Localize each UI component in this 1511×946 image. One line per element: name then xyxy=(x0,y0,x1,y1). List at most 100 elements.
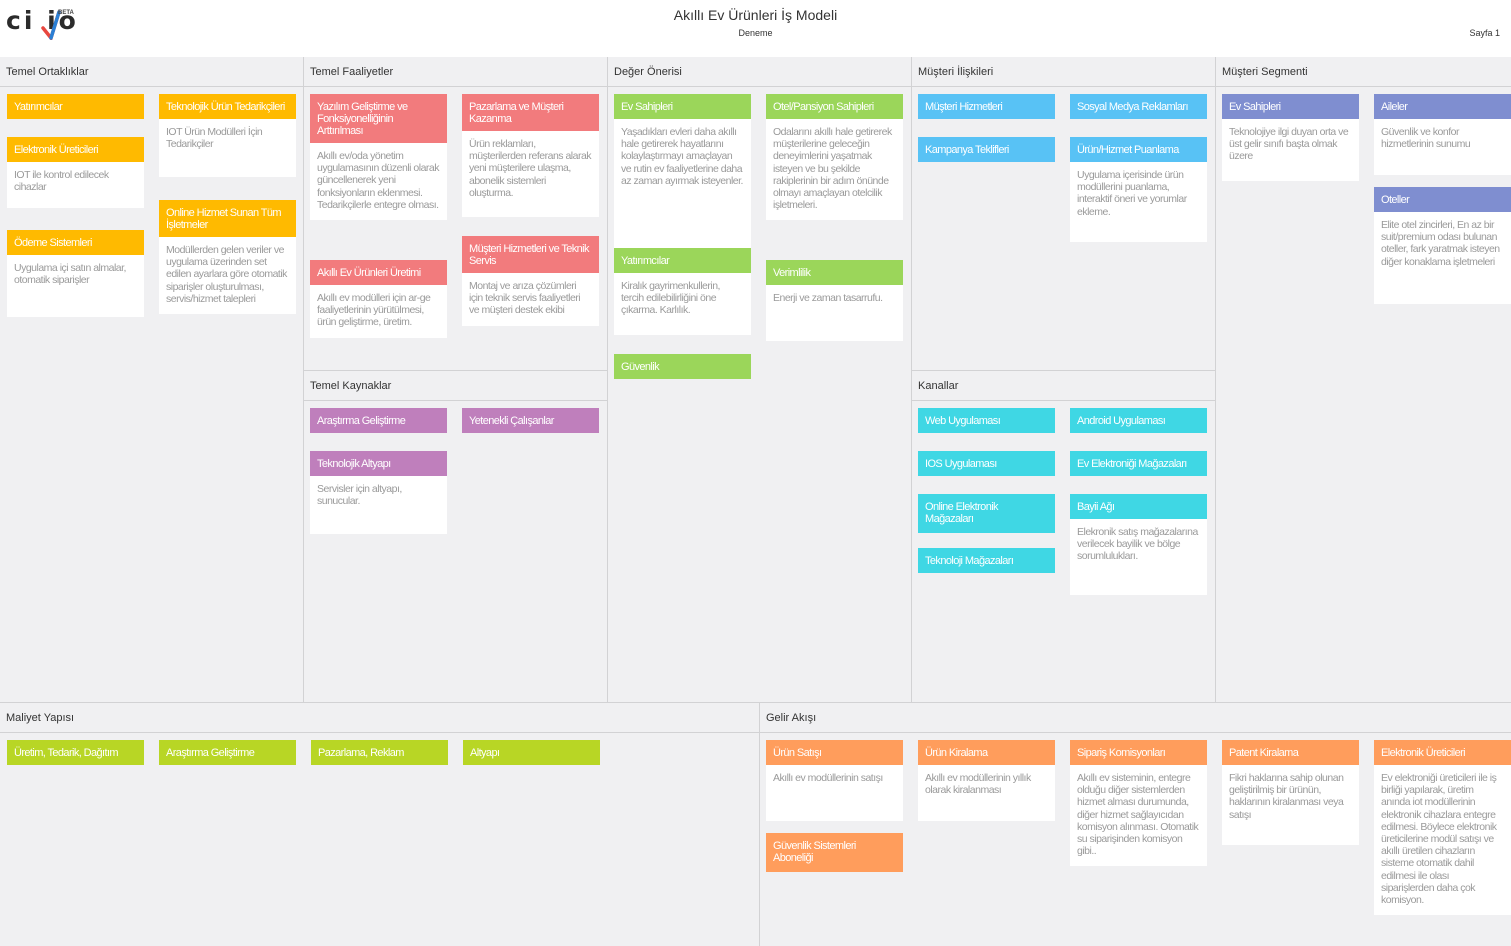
card-description: Ürün reklamları, müşterilerden referans … xyxy=(469,138,592,199)
card-title: Ev Sahipleri xyxy=(614,94,751,119)
card-title: Ürün Satışı xyxy=(766,740,903,765)
card-description: Servisler için altyapı, sunucular. xyxy=(317,483,402,508)
card-aileler[interactable]: Aileler Güvenlik ve konfor hizmetlerinin… xyxy=(1374,94,1511,175)
card-urun-satisi[interactable]: Ürün Satışı Akıllı ev modüllerinin satış… xyxy=(766,740,903,821)
card-ev-elektronigi-magazalari[interactable]: Ev Elektroniği Mağazaları xyxy=(1070,451,1207,476)
card-yatirimcilar[interactable]: Yatırımcılar xyxy=(7,94,144,119)
card-description: Elekronik satış mağazalarına verilecek b… xyxy=(1077,526,1198,563)
logo[interactable]: ci io xyxy=(6,6,79,35)
card-title: Güvenlik Sistemleri Aboneliği xyxy=(766,833,903,872)
card-description: IOT ile kontrol edilecek cihazlar xyxy=(14,169,109,194)
card-title: Üretim, Tedarik, Dağıtım xyxy=(7,740,144,765)
card-title: Teknolojik Altyapı xyxy=(310,451,447,476)
card-description: Uygulama içi satın almalar, otomatik sip… xyxy=(14,262,126,287)
card-yetenekli-calisanlar[interactable]: Yetenekli Çalışanlar xyxy=(462,408,599,433)
section-deger-onerisi: Değer Önerisi Ev Sahipleri Yaşadıkları e… xyxy=(608,57,912,703)
card-title: Pazarlama ve Müşteri Kazanma xyxy=(462,94,599,131)
card-description: Akıllı ev sisteminin, entegre olduğu diğ… xyxy=(1077,772,1199,858)
card-verimlilik[interactable]: Verimlilik Enerji ve zaman tasarrufu. xyxy=(766,260,903,341)
page-title[interactable]: Akıllı Ev Ürünleri İş Modeli xyxy=(673,7,838,23)
app-header: ci io BETA Akıllı Ev Ürünleri İş Modeli … xyxy=(0,0,1511,58)
card-otel-pansiyon-sahipleri[interactable]: Otel/Pansiyon Sahipleri Odalarını akıllı… xyxy=(766,94,903,221)
card-uretim-tedarik-dagitim[interactable]: Üretim, Tedarik, Dağıtım xyxy=(7,740,144,765)
card-ios-uygulamasi[interactable]: IOS Uygulaması xyxy=(918,451,1055,476)
card-ev-sahipleri-segment[interactable]: Ev Sahipleri Teknolojiye ilgi duyan orta… xyxy=(1222,94,1359,181)
card-title: Yetenekli Çalışanlar xyxy=(462,408,599,433)
card-title: Patent Kiralama xyxy=(1222,740,1359,765)
card-online-hizmet-sunan-isletmeler[interactable]: Online Hizmet Sunan Tüm İşletmeler Modül… xyxy=(159,200,296,315)
section-divider xyxy=(912,400,1215,401)
card-title: Elektronik Üreticileri xyxy=(1374,740,1511,765)
card-title: Ev Sahipleri xyxy=(1222,94,1359,119)
section-title: Temel Ortaklıklar xyxy=(6,66,89,78)
section-title: Değer Önerisi xyxy=(614,66,682,78)
card-oteller[interactable]: Oteller Elite otel zincirleri, En az bir… xyxy=(1374,187,1511,304)
section-temel-kaynaklar: Temel Kaynaklar Araştırma Geliştirme Tek… xyxy=(304,371,608,703)
card-online-elektronik-magazalari[interactable]: Online Elektronik Mağazaları xyxy=(918,494,1055,533)
card-musteri-hizmetleri[interactable]: Müşteri Hizmetleri xyxy=(918,94,1055,119)
card-musteri-hizmetleri-teknik-servis[interactable]: Müşteri Hizmetleri ve Teknik Servis Mont… xyxy=(462,236,599,326)
section-temel-faaliyetler: Temel Faaliyetler Yazılım Geliştirme ve … xyxy=(304,57,608,371)
card-description: Yaşadıkları evleri daha akıllı hale geti… xyxy=(621,126,743,187)
section-divider xyxy=(760,732,1511,733)
card-title: Online Hizmet Sunan Tüm İşletmeler xyxy=(159,200,296,237)
card-title: Araştırma Geliştirme xyxy=(159,740,296,765)
card-title: Ödeme Sistemleri xyxy=(7,230,144,255)
card-web-uygulamasi[interactable]: Web Uygulaması xyxy=(918,408,1055,433)
logo-mark-icon xyxy=(41,10,61,40)
card-description: IOT Ürün Modülleri İçin Tedarikçiler xyxy=(166,126,263,151)
card-title: Oteller xyxy=(1374,187,1511,212)
logo-text: ci io xyxy=(6,6,79,35)
card-android-uygulamasi[interactable]: Android Uygulaması xyxy=(1070,408,1207,433)
card-bayii-agi[interactable]: Bayii Ağı Elekronik satış mağazalarına v… xyxy=(1070,494,1207,595)
card-teknoloji-magazalari[interactable]: Teknoloji Mağazaları xyxy=(918,548,1055,573)
card-guvenlik-value[interactable]: Güvenlik xyxy=(614,354,751,379)
section-divider xyxy=(608,86,911,87)
card-title: Bayii Ağı xyxy=(1070,494,1207,519)
business-model-canvas: Temel Ortaklıklar Yatırımcılar Elektroni… xyxy=(0,57,1511,946)
card-arastirma-gelistirme-cost[interactable]: Araştırma Geliştirme xyxy=(159,740,296,765)
card-description: Teknolojiye ilgi duyan orta ve üst gelir… xyxy=(1229,126,1349,163)
card-title: Ürün/Hizmet Puanlama xyxy=(1070,137,1207,162)
card-urun-kiralama[interactable]: Ürün Kiralama Akıllı ev modüllerinin yıl… xyxy=(918,740,1055,821)
card-kampanya-teklifleri[interactable]: Kampanya Teklifleri xyxy=(918,137,1055,162)
card-ev-sahipleri-value[interactable]: Ev Sahipleri Yaşadıkları evleri daha akı… xyxy=(614,94,751,251)
card-title: Yatırımcılar xyxy=(7,94,144,119)
card-arastirma-gelistirme[interactable]: Araştırma Geliştirme xyxy=(310,408,447,433)
card-elektronik-ureticileri-revenue[interactable]: Elektronik Üreticileri Ev elektroniği ür… xyxy=(1374,740,1511,916)
card-description: Modüllerden gelen veriler ve uygulama üz… xyxy=(166,244,287,305)
card-yazilim-gelistirme[interactable]: Yazılım Geliştirme ve Fonksiyonelliğinin… xyxy=(310,94,447,221)
card-urun-hizmet-puanlama[interactable]: Ürün/Hizmet Puanlama Uygulama içerisinde… xyxy=(1070,137,1207,242)
card-description: Fikri haklarına sahip olunan geliştirilm… xyxy=(1229,772,1344,821)
card-odeme-sistemleri[interactable]: Ödeme Sistemleri Uygulama içi satın alma… xyxy=(7,230,144,317)
card-title: Teknolojik Ürün Tedarikçileri xyxy=(159,94,296,119)
section-title: Temel Kaynaklar xyxy=(310,380,392,392)
card-patent-kiralama[interactable]: Patent Kiralama Fikri haklarına sahip ol… xyxy=(1222,740,1359,845)
card-description: Montaj ve arıza çözümleri için teknik se… xyxy=(469,280,581,317)
card-title: Sipariş Komisyonları xyxy=(1070,740,1207,765)
card-title: Ev Elektroniği Mağazaları xyxy=(1070,451,1207,476)
card-yatirimcilar-value[interactable]: Yatırımcılar Kiralık gayrimenkullerin, t… xyxy=(614,248,751,335)
card-title: Android Uygulaması xyxy=(1070,408,1207,433)
card-description: Akıllı ev/oda yönetim uygulamasının düze… xyxy=(317,150,440,211)
page-number[interactable]: Sayfa 1 xyxy=(1469,28,1500,38)
section-kanallar: Kanallar Web Uygulaması IOS Uygulaması O… xyxy=(912,371,1216,703)
section-title: Kanallar xyxy=(918,380,959,392)
card-siparis-komisyonlari[interactable]: Sipariş Komisyonları Akıllı ev sistemini… xyxy=(1070,740,1207,867)
card-title: Akıllı Ev Ürünleri Üretimi xyxy=(310,260,447,285)
card-sosyal-medya-reklamlari[interactable]: Sosyal Medya Reklamları xyxy=(1070,94,1207,119)
section-divider xyxy=(304,86,607,87)
card-guvenlik-sistemleri-aboneligi[interactable]: Güvenlik Sistemleri Aboneliği xyxy=(766,833,903,872)
card-teknolojik-urun-tedarikcileri[interactable]: Teknolojik Ürün Tedarikçileri IOT Ürün M… xyxy=(159,94,296,177)
card-akilli-ev-urunleri-uretimi[interactable]: Akıllı Ev Ürünleri Üretimi Akıllı ev mod… xyxy=(310,260,447,338)
card-elektronik-ureticileri[interactable]: Elektronik Üreticileri IOT ile kontrol e… xyxy=(7,137,144,208)
section-title: Temel Faaliyetler xyxy=(310,66,394,78)
card-teknolojik-altyapi[interactable]: Teknolojik Altyapı Servisler için altyap… xyxy=(310,451,447,534)
section-divider xyxy=(0,732,759,733)
card-title: Otel/Pansiyon Sahipleri xyxy=(766,94,903,119)
card-description: Akıllı ev modüllerinin yıllık olarak kir… xyxy=(925,772,1031,797)
card-altyapi[interactable]: Altyapı xyxy=(463,740,600,765)
card-pazarlama-musteri-kazanma[interactable]: Pazarlama ve Müşteri Kazanma Ürün reklam… xyxy=(462,94,599,217)
section-gelir-akisi: Gelir Akışı Ürün Satışı Akıllı ev modüll… xyxy=(760,703,1511,946)
card-pazarlama-reklam[interactable]: Pazarlama, Reklam xyxy=(311,740,448,765)
